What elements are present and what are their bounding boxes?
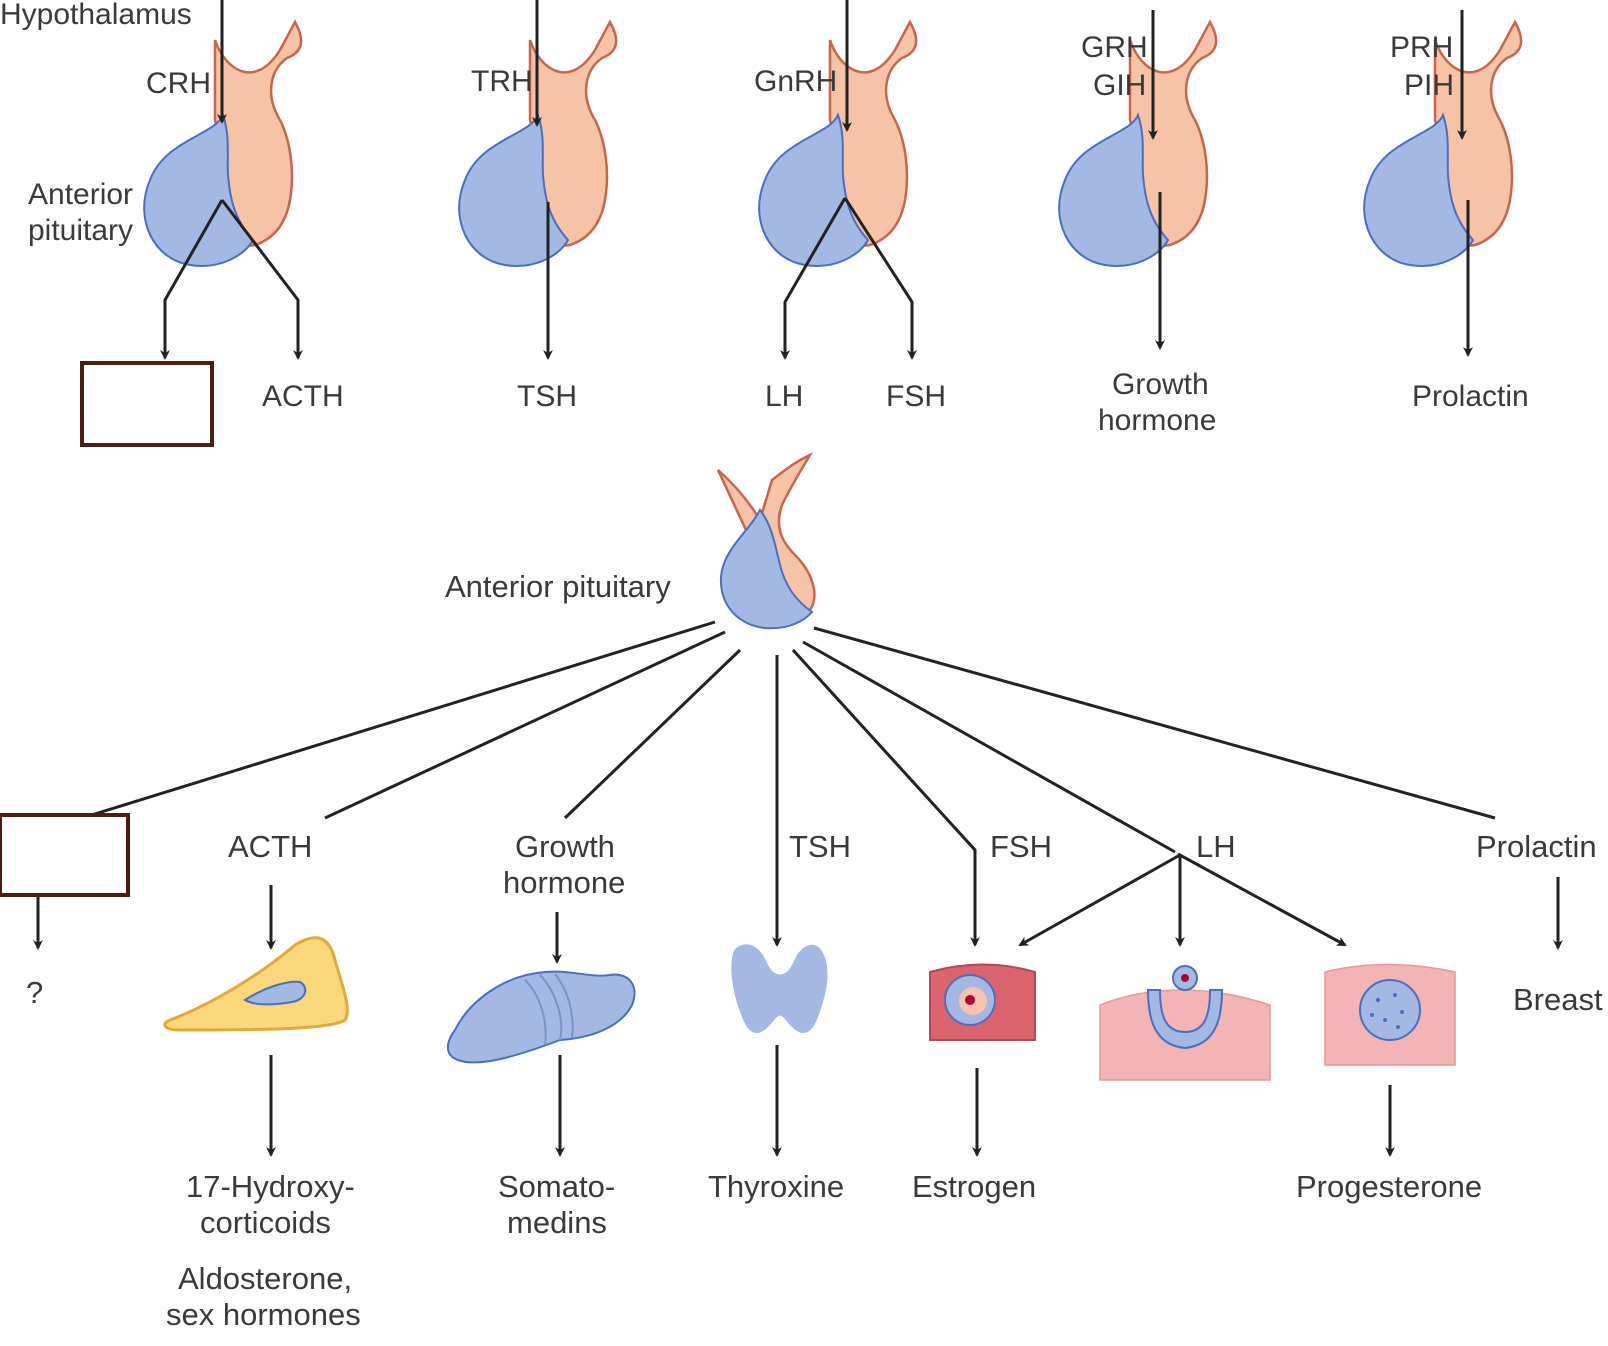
breast-label: Breast bbox=[1513, 982, 1603, 1017]
anterior-pituitary-label-line2: pituitary bbox=[28, 214, 133, 247]
blank-answer-box-bottom bbox=[0, 813, 130, 897]
estrogen-label: Estrogen bbox=[912, 1169, 1036, 1204]
bone-icon bbox=[446, 970, 636, 1064]
progesterone-label: Progesterone bbox=[1296, 1169, 1482, 1204]
lh-label-bottom: LH bbox=[1196, 829, 1236, 864]
gih-label: GIH bbox=[1093, 69, 1146, 102]
ovulation-icon bbox=[1099, 965, 1271, 1081]
somatomedins-label-1: Somato- bbox=[498, 1169, 615, 1204]
prolactin-label-top: Prolactin bbox=[1412, 380, 1529, 413]
thyroxine-label: Thyroxine bbox=[708, 1169, 844, 1204]
bottom-section: Anterior pituitary ? ACTH 17-Hydroxy- co… bbox=[0, 452, 1603, 1332]
ovary-follicle-icon bbox=[929, 963, 1036, 1041]
tsh-label-bottom: TSH bbox=[789, 829, 851, 864]
acth-label-bottom: ACTH bbox=[228, 829, 312, 864]
hydroxycorticoids-label-1: 17-Hydroxy- bbox=[186, 1169, 355, 1204]
unknown-target-label: ? bbox=[26, 975, 43, 1010]
adrenal-nucleus-icon bbox=[243, 980, 307, 1006]
somatomedins-label-2: medins bbox=[507, 1205, 607, 1240]
fsh-label-top: FSH bbox=[886, 380, 946, 413]
acth-label-top: ACTH bbox=[262, 380, 344, 413]
top-row: Hypothalamus Anterior pituitary CRH TRH … bbox=[0, 0, 1529, 447]
growth-hormone-label-bottom-1: Growth bbox=[515, 829, 615, 864]
lh-label-top: LH bbox=[765, 380, 803, 413]
crh-label: CRH bbox=[146, 67, 211, 100]
corpus-luteum-icon bbox=[1324, 963, 1456, 1066]
grh-label: GRH bbox=[1081, 31, 1148, 64]
fsh-label-bottom: FSH bbox=[990, 829, 1052, 864]
gnrh-label: GnRH bbox=[754, 65, 837, 98]
aldosterone-label-2: sex hormones bbox=[166, 1297, 361, 1332]
central-pituitary bbox=[716, 452, 816, 630]
thyroid-icon bbox=[731, 944, 828, 1034]
aldosterone-label-1: Aldosterone, bbox=[178, 1261, 352, 1296]
blank-answer-box-top bbox=[80, 361, 214, 447]
prolactin-label-bottom: Prolactin bbox=[1476, 829, 1597, 864]
pih-label: PIH bbox=[1404, 69, 1454, 102]
central-anterior-pituitary-label: Anterior pituitary bbox=[445, 569, 671, 604]
hypothalamus-label: Hypothalamus bbox=[0, 0, 192, 31]
adrenal-cell-icon bbox=[163, 936, 349, 1032]
growth-hormone-label-bottom-2: hormone bbox=[503, 865, 625, 900]
growth-hormone-label-top-1: Growth bbox=[1112, 368, 1209, 401]
tsh-label-top: TSH bbox=[517, 380, 577, 413]
trh-label: TRH bbox=[471, 65, 533, 98]
pituitary-3 bbox=[757, 20, 918, 268]
hydroxycorticoids-label-2: corticoids bbox=[200, 1205, 331, 1240]
prh-label: PRH bbox=[1390, 31, 1453, 64]
anterior-pituitary-label-line1: Anterior bbox=[28, 178, 133, 211]
growth-hormone-label-top-2: hormone bbox=[1098, 404, 1216, 437]
